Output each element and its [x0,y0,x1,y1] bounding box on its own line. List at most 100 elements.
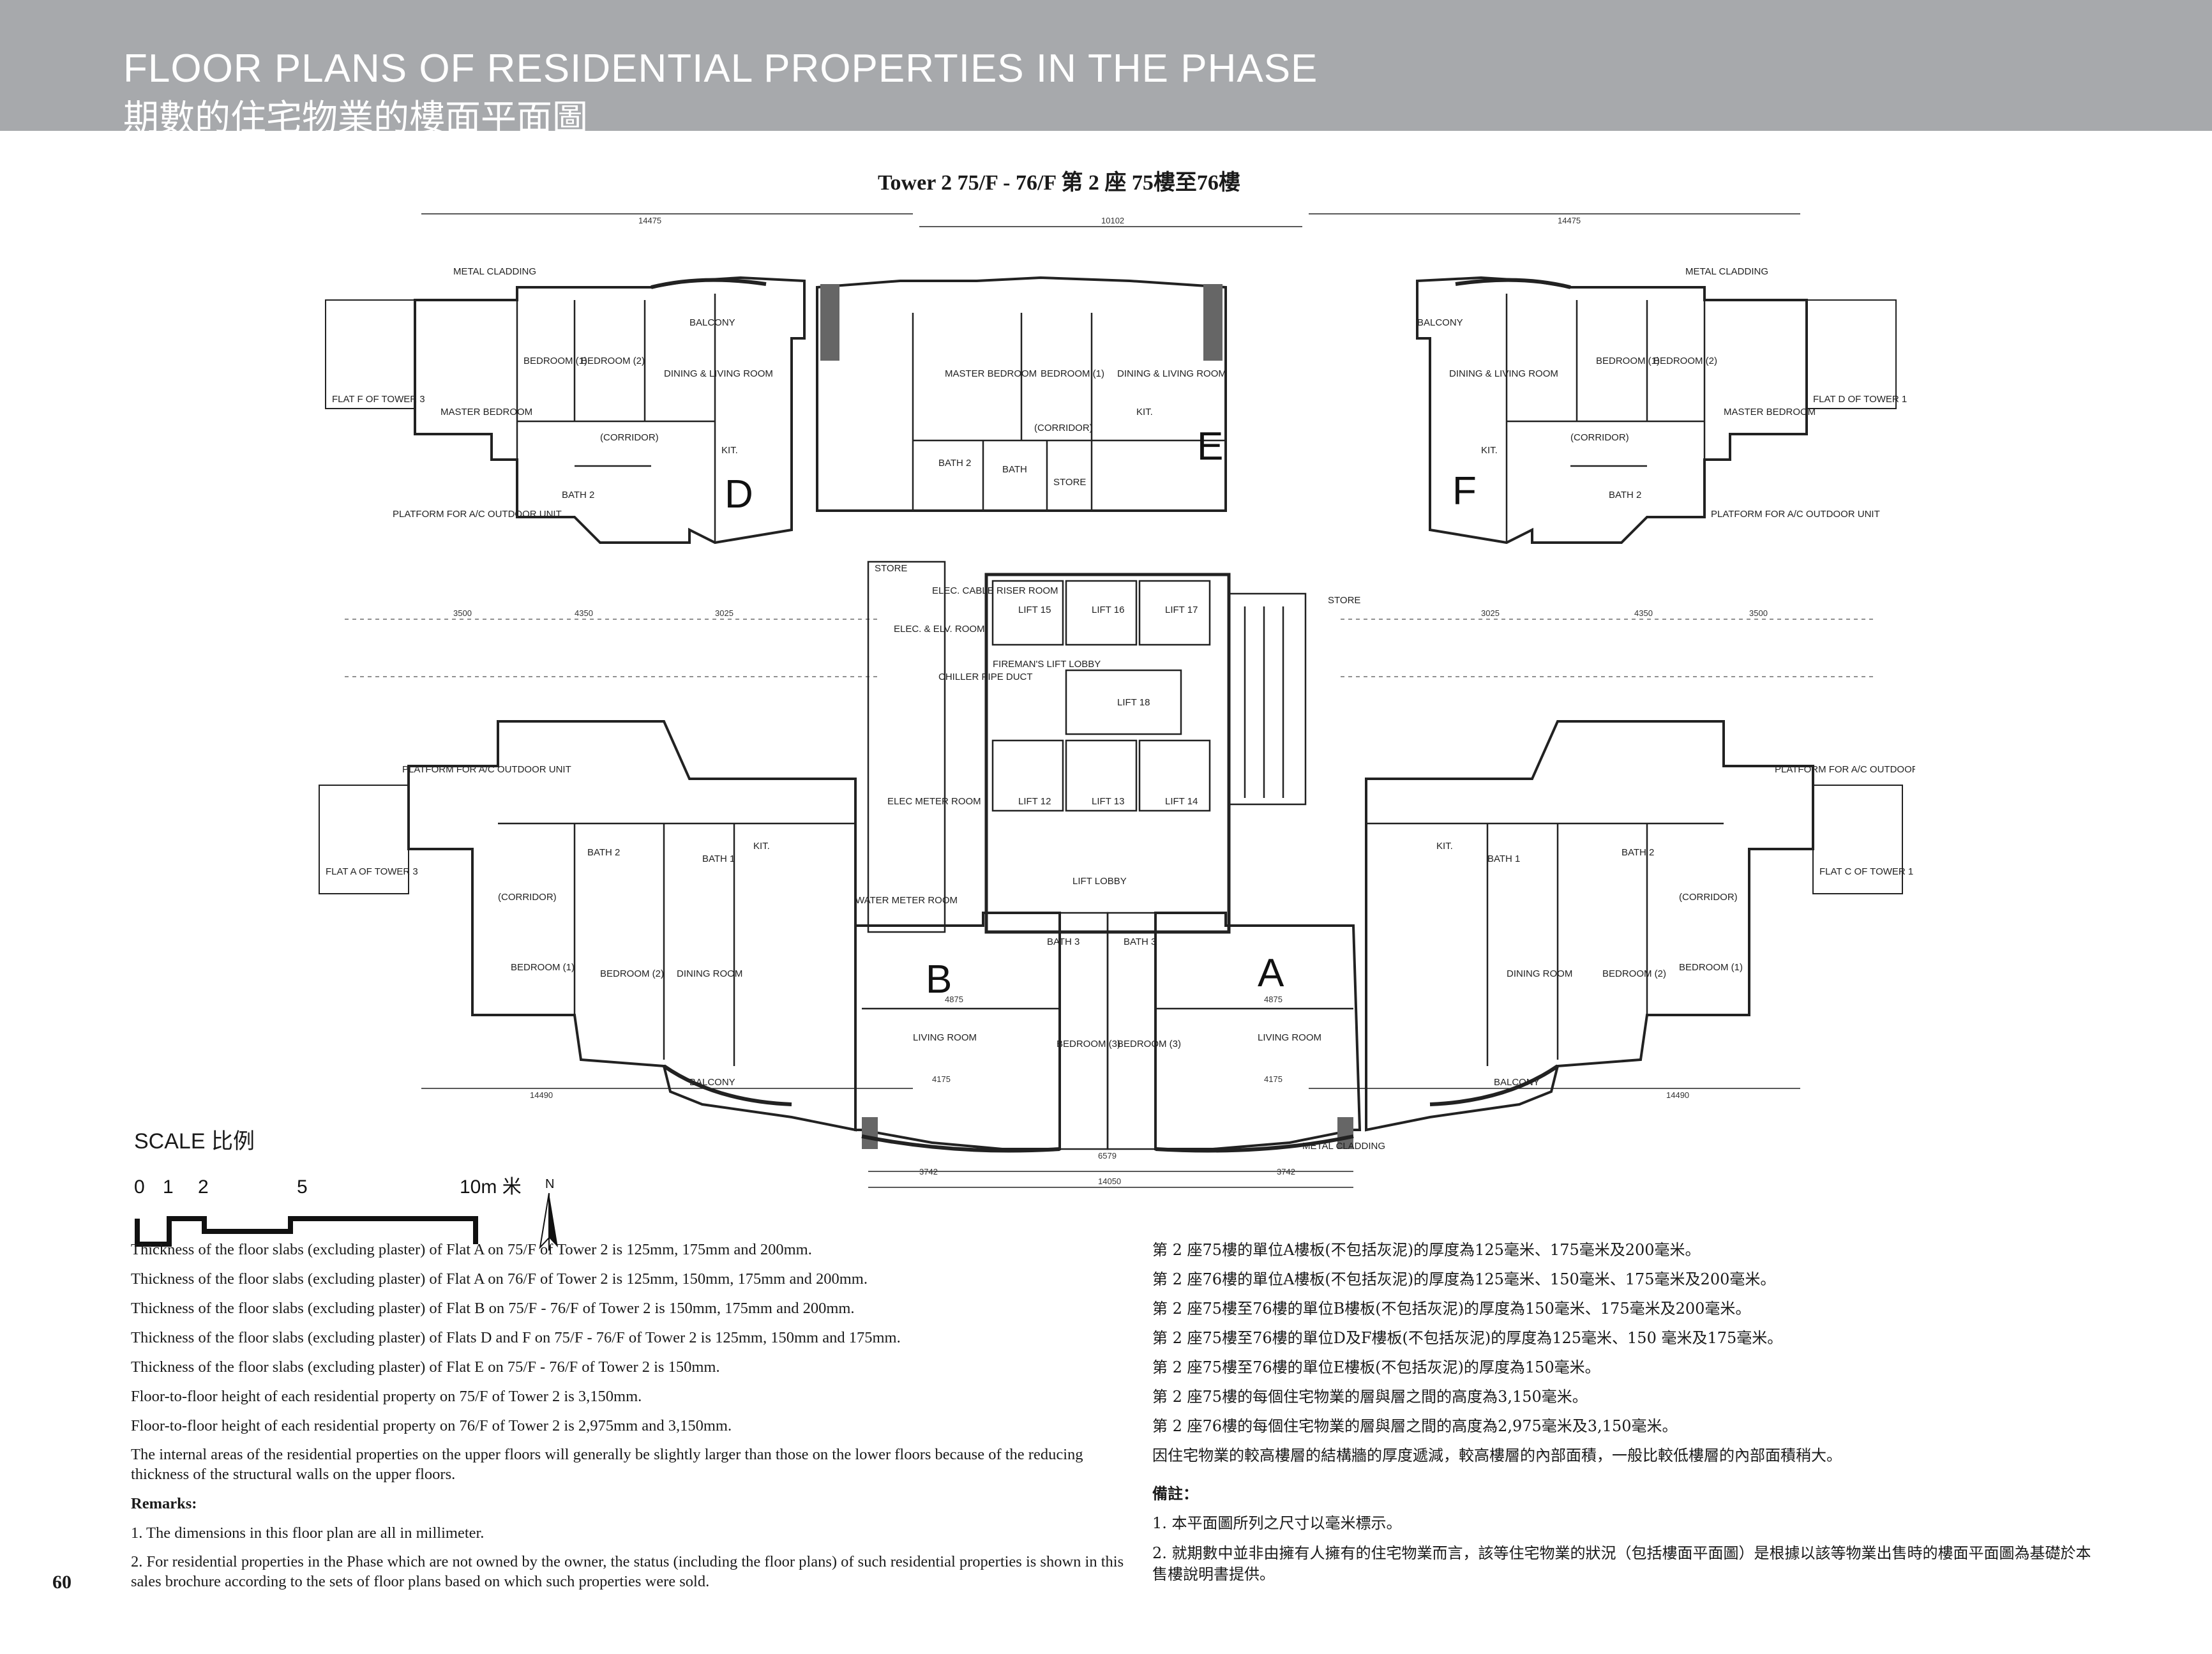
remark-en-2: 2. For residential properties in the Pha… [131,1553,1124,1590]
room-label-bedroom2-d: BEDROOM (2) [581,356,645,366]
flat-a-outline [1154,912,1362,1150]
flat-b-outline [854,912,1061,1150]
room-label-bedroom1-b: BEDROOM (1) [511,962,575,973]
notes-zh: 第 2 座75樓的單位A樓板(不包括灰泥)的厚度為125毫米、175毫米及200… [1152,1235,2097,1585]
dim-d4-left: 3500 [453,608,472,618]
dim-bottom-total: 15850 [1098,1192,1121,1194]
lift-13-label: LIFT 13 [1092,796,1124,807]
room-label-kit-b: KIT. [753,841,770,852]
label-metal-cladding-d: METAL CLADDING [453,266,536,277]
room-label-dining-b: DINING ROOM [677,968,742,979]
label-platform-ac-d: PLATFORM FOR A/C OUTDOOR UNIT [393,509,562,520]
lift-16-shaft [1065,580,1138,646]
floor-plan: BALCONY DINING & LIVING ROOM BEDROOM (1)… [306,211,1944,1202]
room-label-balcony-d: BALCONY [689,317,735,328]
label-store-core-left: STORE [875,563,907,574]
page-header: FLOOR PLANS OF RESIDENTIAL PROPERTIES IN… [0,0,2212,139]
header-title-zh: 期數的住宅物業的樓面平面圖 [123,98,588,139]
note-en-7: Floor-to-floor height of each residentia… [131,1417,732,1434]
note-en-internal: The internal areas of the residential pr… [131,1446,1083,1483]
label-chiller-pipe-duct: CHILLER PIPE DUCT [938,672,1033,682]
stair-core [1228,592,1307,806]
room-label-store-e: STORE [1053,477,1086,488]
dim-d4-right: 3500 [1749,608,1768,618]
dim-top-right-total: 14475 [1558,216,1581,225]
room-label-bedroom1-d: BEDROOM (1) [523,356,587,366]
room-label-kit-a: KIT. [1436,841,1453,852]
label-metal-cladding-f: METAL CLADDING [1685,266,1768,277]
plan-title: Tower 2 75/F - 76/F 第 2 座 75樓至76樓 [878,171,1240,195]
bedroom-3-left [1058,912,1109,1150]
north-label: N [545,1177,554,1191]
room-label-corridor-e: (CORRIDOR) [1034,423,1093,433]
flat-f-letter: F [1452,469,1477,513]
note-zh-2: 第 2 座76樓的單位A樓板(不包括灰泥)的厚度為125毫米、150毫米、175… [1152,1270,1776,1288]
label-flat-f-tower3: FLAT F OF TOWER 3 [332,394,425,405]
note-zh-5: 第 2 座75樓至76樓的單位E樓板(不包括灰泥)的厚度為150毫米。 [1152,1358,1600,1376]
scale-tick-10: 10m 米 [460,1177,522,1198]
room-label-bedroom1-f: BEDROOM (1) [1596,356,1660,366]
note-zh-1: 第 2 座75樓的單位A樓板(不包括灰泥)的厚度為125毫米、175毫米及200… [1152,1241,1701,1259]
label-flat-c-tower1: FLAT C OF TOWER 1 [1819,866,1913,877]
room-label-kit-d: KIT. [721,445,738,456]
note-zh-3: 第 2 座75樓至76樓的單位B樓板(不包括灰泥)的厚度為150毫米、175毫米… [1152,1300,1751,1318]
scale-tick-1: 1 [163,1177,174,1198]
lift-16-label: LIFT 16 [1092,605,1124,615]
room-label-bath2-d: BATH 2 [562,490,594,500]
flat-f-tower3-stub [325,299,416,409]
room-label-bath-e: BATH [1002,464,1027,475]
scale-bar: SCALE 比例 0 1 2 5 10m 米 N [134,1124,581,1260]
room-label-bedroom2-a: BEDROOM (2) [1602,968,1666,979]
scale-bar-line [135,1216,478,1247]
note-zh-4: 第 2 座75樓至76樓的單位D及F樓板(不包括灰泥)的厚度為125毫米、150… [1152,1329,1783,1347]
label-store-core-right: STORE [1328,595,1360,606]
label-platform-ac-b: PLATFORM FOR A/C OUTDOOR UNIT [402,764,571,775]
scale-tick-5: 5 [297,1177,308,1198]
flat-e-outline [816,276,1227,512]
room-label-corridor-d: (CORRIDOR) [600,432,659,443]
room-label-dining-a: DINING ROOM [1507,968,1572,979]
dim-bottom-right: 14490 [1666,1090,1689,1100]
room-label-living-a: LIVING ROOM [1258,1032,1321,1043]
dim-top-left-total: 14475 [638,216,661,225]
room-label-kit-e: KIT. [1136,407,1153,417]
lift-17-label: LIFT 17 [1165,605,1198,615]
dim-d7-b: 4875 [945,995,963,1004]
label-lift-lobby: LIFT LOBBY [1072,876,1127,887]
flat-d-tower1-stub [1806,299,1897,409]
label-elec-elv-room: ELEC. & ELV. ROOM [894,624,985,635]
lower-right-wing-outline [1365,720,1814,1132]
label-water-meter-room: WATER METER ROOM [855,895,958,906]
room-label-kit-f: KIT. [1481,445,1498,456]
label-elec-meter-room: ELEC METER ROOM [887,796,981,807]
room-label-living-b: LIVING ROOM [913,1032,977,1043]
lift-18-label: LIFT 18 [1117,697,1150,708]
note-en-3: Thickness of the floor slabs (excluding … [131,1300,855,1317]
flat-a-tower3-stub [319,785,409,894]
lift-18-shaft [1065,669,1182,735]
room-label-balcony-b: BALCONY [689,1077,735,1088]
label-elec-cable-riser: ELEC. CABLE RISER ROOM [932,585,1058,596]
room-label-bath1-a: BATH 1 [1487,853,1520,864]
page-number: 60 [52,1572,71,1593]
room-label-master-e: MASTER BEDROOM [945,368,1037,379]
flat-e-letter: E [1197,425,1223,469]
label-platform-ac-a: PLATFORM FOR A/C OUTDOOR UNIT [1775,764,1915,775]
lift-13-shaft [1065,739,1138,812]
room-label-master-d: MASTER BEDROOM [440,407,532,417]
header-title-en: FLOOR PLANS OF RESIDENTIAL PROPERTIES IN… [123,47,1318,91]
room-label-bath3-left: BATH 3 [1047,936,1080,947]
label-flat-a-tower3: FLAT A OF TOWER 3 [326,866,418,877]
note-en-4: Thickness of the floor slabs (excluding … [131,1329,901,1346]
remark-zh-1: 1. 本平面圖所列之尺寸以毫米標示。 [1152,1514,1402,1532]
service-rooms [867,560,946,933]
note-en-1: Thickness of the floor slabs (excluding … [131,1241,812,1258]
room-label-bedroom3-right: BEDROOM (3) [1117,1039,1181,1049]
scale-tick-0: 0 [134,1177,145,1198]
remark-zh-2: 2. 就期數中並非由擁有人擁有的住宅物業而言，該等住宅物業的狀況（包括樓面平面圖… [1152,1544,2091,1583]
flat-d-letter: D [725,472,753,516]
scale-label: SCALE 比例 [134,1129,255,1154]
note-zh-internal: 因住宅物業的較高樓層的結構牆的厚度遞減，較高樓層的內部面積，一般比較低樓層的內部… [1152,1447,1842,1464]
note-zh-7: 第 2 座76樓的每個住宅物業的層與層之間的高度為2,975毫米及3,150毫米… [1152,1417,1678,1435]
remark-en-1: 1. The dimensions in this floor plan are… [131,1524,485,1542]
